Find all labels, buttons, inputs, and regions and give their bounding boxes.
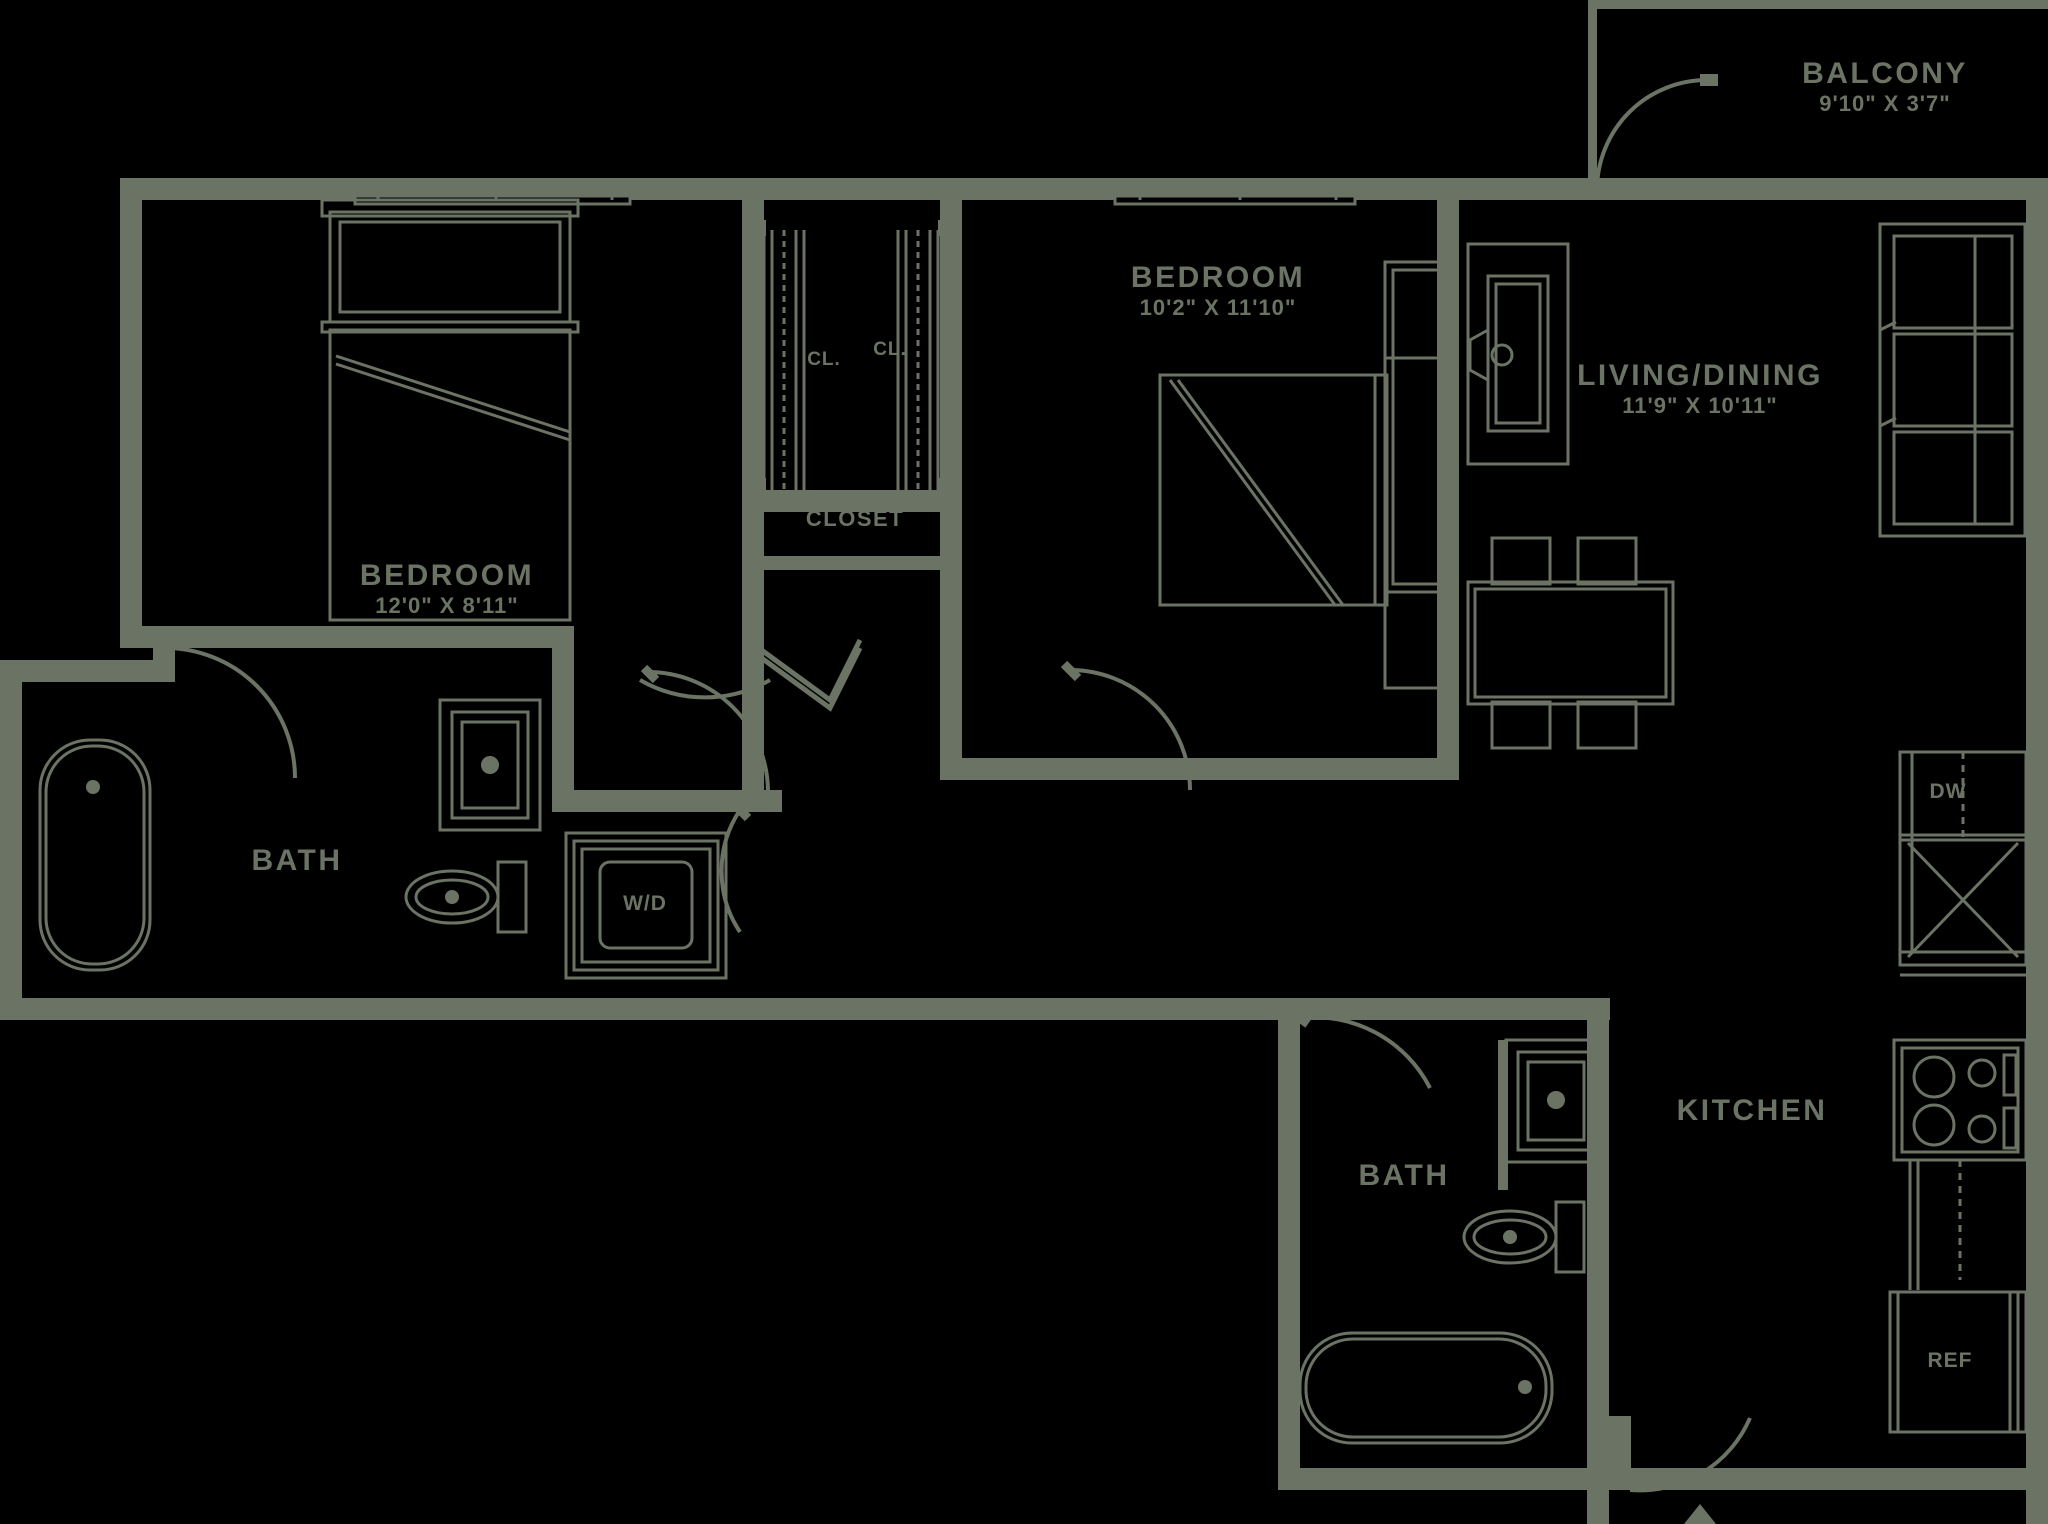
vanity-left (438, 698, 542, 832)
bed-left (320, 198, 580, 622)
room-dimensions: 9'10" X 3'7" (1819, 90, 1951, 116)
closet-doors-left (744, 220, 806, 494)
appliance-name: DW (1929, 780, 1967, 803)
media-console (1466, 242, 1570, 466)
room-name: BALCONY (1802, 57, 1968, 90)
room-name: CL. (873, 339, 907, 360)
room-label-closet-left: CL. (807, 350, 841, 370)
door-closet-bifold (743, 635, 863, 712)
vanity-right (1504, 1038, 1608, 1164)
toilet-right (1462, 1200, 1586, 1274)
room-label-kitchen: KITCHEN (1677, 1095, 1828, 1127)
room-name: BATH (251, 844, 343, 877)
room-label-living-dining: LIVING/DINING 11'9" X 10'11" (1577, 360, 1823, 417)
toilet-left (404, 860, 528, 934)
room-name: CLOSET (805, 506, 905, 531)
door-entry (1629, 1417, 1760, 1493)
refrigerator (1888, 1290, 2028, 1434)
room-label-closet-main: CLOSET (806, 507, 904, 530)
appliance-label-washer-dryer: W/D (623, 892, 667, 915)
appliance-label-refrigerator: REF (1927, 1349, 1973, 1372)
room-label-balcony: BALCONY 9'10" X 3'7" (1802, 58, 1968, 115)
room-label-closet-right: CL. (873, 340, 907, 360)
door-bedroom-left (160, 644, 297, 779)
appliance-label-dishwasher: DW (1929, 780, 1967, 803)
room-name: CL. (807, 349, 841, 370)
bathtub-left (38, 738, 152, 972)
door-bedroom-right (1060, 660, 1192, 791)
room-dimensions: 10'2" X 11'10" (1139, 294, 1297, 320)
dining-table (1466, 580, 1675, 706)
door-hall-a (640, 664, 770, 793)
room-label-bath-left: BATH (251, 845, 342, 877)
room-label-bath-right: BATH (1358, 1160, 1449, 1192)
room-dimensions: 12'0" X 8'11" (375, 592, 519, 618)
door-hall-wd (719, 802, 752, 934)
room-name: BATH (1358, 1159, 1450, 1192)
appliance-name: W/D (623, 892, 667, 915)
dining-chairs (1490, 536, 1638, 750)
room-label-bedroom-left: BEDROOM 12'0" X 8'11" (360, 560, 534, 617)
room-dimensions: 11'9" X 10'11" (1622, 392, 1778, 418)
cooktop (1892, 1038, 2028, 1290)
closet-main-shelf (750, 498, 955, 570)
dishwasher (1898, 750, 2028, 842)
entry-marker (1684, 1504, 1716, 1524)
room-name: BEDROOM (359, 559, 535, 592)
room-label-bedroom-right: BEDROOM 10'2" X 11'10" (1131, 262, 1305, 319)
window-balcony-rail (1640, 184, 2000, 195)
room-name: LIVING/DINING (1577, 359, 1823, 392)
appliance-name: REF (1927, 1349, 1973, 1372)
closet-doors-right (896, 220, 960, 494)
door-balcony (1595, 74, 1718, 191)
washer-dryer (564, 831, 728, 980)
door-hall-bedroom-left (639, 678, 771, 700)
bed-right (1158, 260, 1457, 607)
sofa (1878, 222, 2027, 538)
door-bath-right (1291, 1010, 1432, 1089)
window-bedroom-right (1113, 178, 1357, 206)
room-name: BEDROOM (1130, 261, 1306, 294)
room-name: KITCHEN (1676, 1094, 1828, 1127)
nightstand-right (1383, 260, 1459, 690)
bathtub-right (1298, 1331, 1554, 1445)
